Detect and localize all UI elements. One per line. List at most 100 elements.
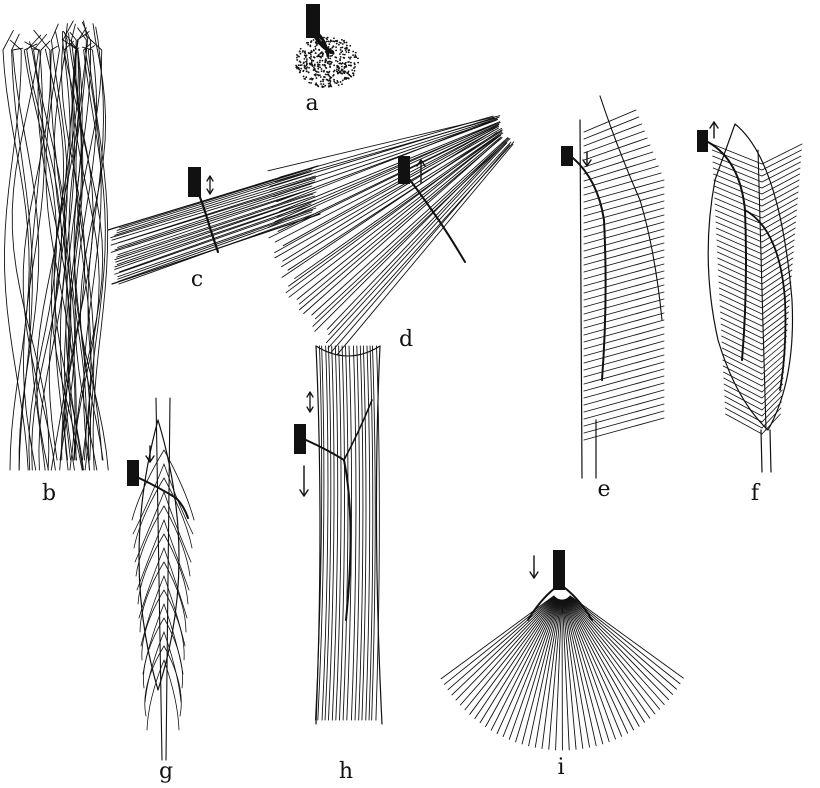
stipple-dot (320, 57, 322, 59)
stipple-dot (328, 83, 330, 85)
muscle-fibre (584, 201, 664, 223)
stipple-dot (320, 76, 322, 78)
stipple-dot (302, 51, 304, 53)
stipple-dot (353, 75, 355, 77)
muscle-fibre (717, 246, 762, 266)
panel-c (108, 166, 320, 284)
panel-label-h: h (339, 759, 353, 784)
stipple-dot (329, 85, 331, 87)
muscle-fibre (470, 598, 556, 714)
stipple-dot (347, 77, 349, 79)
muscle-fibre (762, 234, 795, 254)
muscle-fibre (716, 216, 762, 236)
muscle-fibre (584, 306, 664, 328)
stipple-dot (330, 61, 332, 63)
panel-label-f: f (751, 481, 761, 506)
panel-label-d: d (399, 327, 413, 352)
muscle-fibre (720, 312, 762, 332)
muscle-fibre (716, 228, 762, 248)
stipple-dot (338, 44, 340, 46)
muscle-fibre (724, 378, 762, 398)
muscle-fibre (280, 122, 500, 212)
stipple-dot (308, 82, 310, 84)
muscle-fibre (570, 596, 683, 678)
stipple-dot (338, 69, 340, 71)
muscle-fibre (584, 313, 664, 335)
stipple-dot (316, 44, 318, 46)
muscle-fibre (718, 270, 762, 290)
stipple-dot (325, 67, 327, 69)
stipple-dot (307, 42, 309, 44)
stipple-dot (357, 57, 359, 59)
stipple-dot (342, 43, 344, 45)
stipple-dot (336, 43, 338, 45)
muscle-fibre (584, 285, 664, 307)
stipple-dot (307, 44, 309, 46)
stipple-dot (335, 60, 337, 62)
panel-label-a: a (305, 91, 318, 116)
stipple-dot (314, 46, 316, 48)
stipple-dot (297, 67, 299, 69)
stipple-dot (329, 65, 331, 67)
stipple-dot (310, 56, 312, 58)
stipple-dot (319, 61, 321, 63)
stipple-dot (344, 48, 346, 50)
panel-e (561, 96, 664, 478)
stipple-dot (338, 68, 340, 70)
stipple-dot (352, 51, 354, 53)
stipple-dot (345, 51, 347, 53)
stipple-dot (306, 60, 308, 62)
stipple-dot (329, 71, 331, 73)
muscle-fibre (718, 264, 762, 284)
stipple-dot (348, 56, 350, 58)
panel-a (295, 4, 359, 88)
muscle-fibre (584, 194, 664, 216)
stipple-dot (345, 71, 347, 73)
stipple-dot (320, 81, 322, 83)
muscle-fibre (584, 383, 664, 405)
panel-f (697, 122, 802, 472)
muscle-fibre (719, 282, 762, 302)
stipple-dot (350, 65, 352, 67)
muscle-fibre (456, 597, 555, 700)
muscle-fibre (372, 346, 376, 720)
stipple-dot (301, 64, 303, 66)
muscle-fibre (762, 276, 791, 296)
muscle-fibre (569, 597, 669, 699)
muscle-fibre (721, 318, 762, 338)
muscle-fibre (584, 250, 664, 272)
stipple-dot (342, 53, 344, 55)
muscle-fibre (762, 288, 790, 308)
stipple-dot (323, 71, 325, 73)
muscle-fibre (725, 402, 762, 422)
stipple-dot (313, 60, 315, 62)
stipple-dot (334, 41, 336, 43)
stipple-dot (304, 78, 306, 80)
stipple-dot (309, 64, 311, 66)
stipple-dot (352, 54, 354, 56)
stipple-dot (296, 59, 298, 61)
stipple-dot (299, 50, 301, 52)
stipple-dot (315, 48, 317, 50)
muscle-fibre (584, 299, 664, 321)
tendon-line (156, 398, 162, 760)
muscle-fibre (724, 390, 762, 410)
stipple-dot (321, 68, 323, 70)
muscle-fibre (762, 354, 785, 374)
stipple-dot (348, 49, 350, 51)
muscle-fibre (719, 288, 762, 308)
stipple-dot (310, 58, 312, 60)
muscle-fibre (289, 135, 501, 297)
panel-i (441, 550, 683, 750)
stipple-dot (345, 49, 347, 51)
stipple-dot (341, 66, 343, 68)
stipple-dot (335, 49, 337, 51)
muscle-fibre (762, 186, 799, 206)
muscle-fibre (295, 132, 502, 278)
stipple-dot (318, 49, 320, 51)
stipple-dot (308, 67, 310, 69)
stipple-dot (299, 70, 301, 72)
muscle-fibre (762, 414, 780, 434)
stipple-dot (339, 71, 341, 73)
stipple-dot (335, 46, 337, 48)
